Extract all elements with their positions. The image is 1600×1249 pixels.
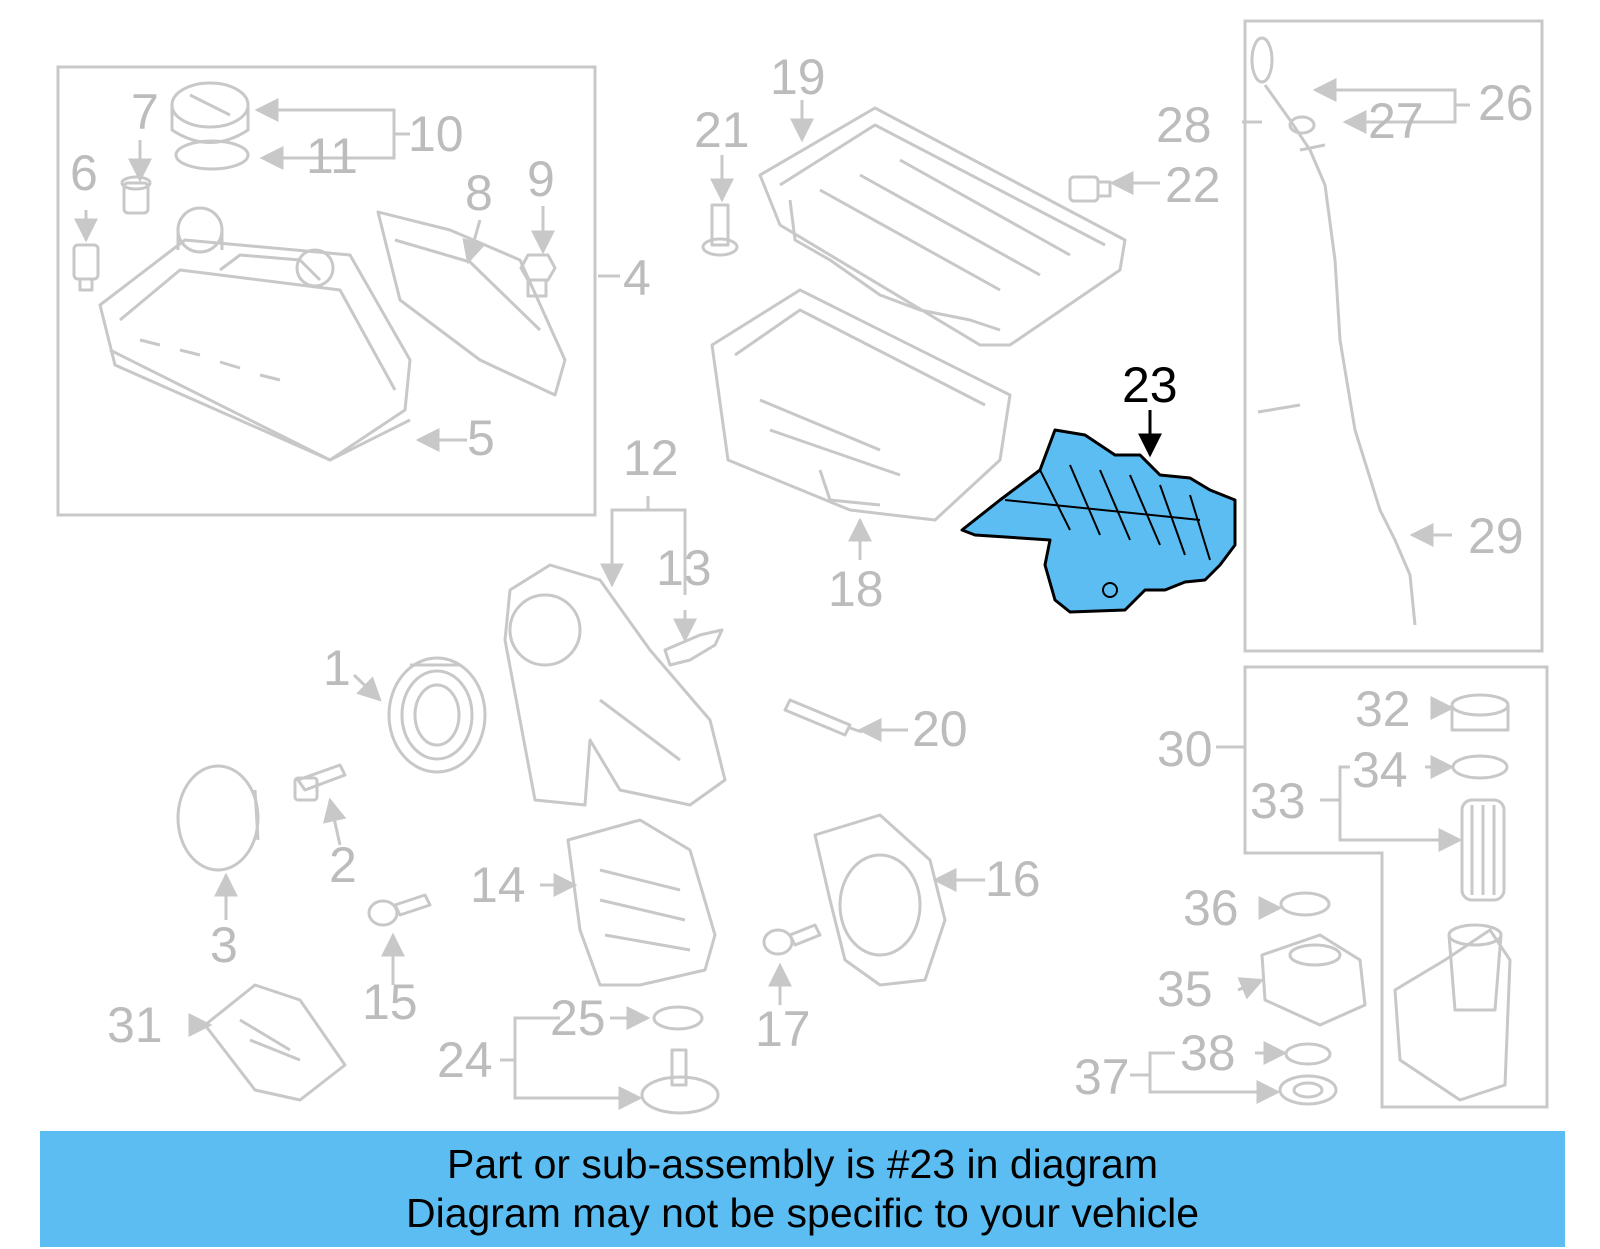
callout-31: 31	[107, 997, 163, 1053]
callout-labels: 7 10 11 6 8 9 4 5 19 21 22 23 18 12 13 1…	[70, 49, 1534, 1105]
part-bolt-2	[293, 763, 347, 802]
callout-5: 5	[467, 410, 495, 466]
part-oring-25	[652, 1005, 704, 1031]
part-upper-oil-pan	[758, 106, 1127, 347]
part-cooler-oring	[1279, 891, 1331, 917]
part-sensor	[72, 243, 100, 292]
part-oil-level-sensor	[640, 1048, 720, 1115]
part-lower-oil-pan	[710, 288, 1012, 522]
callout-9: 9	[527, 151, 555, 207]
group-box-oil-filter	[1243, 665, 1549, 1109]
callout-15: 15	[362, 974, 418, 1030]
callout-16: 16	[985, 851, 1041, 907]
part-cap-seal	[174, 139, 250, 171]
part-sealant-tube	[783, 698, 863, 737]
callout-28: 28	[1156, 97, 1212, 153]
part-pan-bolt	[701, 203, 739, 257]
part-valve-cover	[98, 206, 412, 462]
callout-26: 26	[1478, 75, 1534, 131]
callout-30: 30	[1157, 721, 1213, 777]
callout-20: 20	[912, 701, 968, 757]
part-drain-plug	[1068, 175, 1112, 203]
callout-36: 36	[1183, 880, 1239, 936]
part-rear-cover	[813, 813, 947, 987]
callout-3: 3	[210, 917, 238, 973]
callout-18: 18	[828, 561, 884, 617]
callout-27: 27	[1368, 93, 1424, 149]
callout-32: 32	[1355, 681, 1411, 737]
callout-38: 38	[1180, 1025, 1236, 1081]
part-timing-cover-upper	[503, 563, 727, 807]
part-seal-cap	[176, 764, 260, 872]
callout-21: 21	[694, 102, 750, 158]
group-box-valve-cover	[56, 65, 597, 517]
part-seal-37	[1278, 1074, 1338, 1106]
part-filter-cap	[1450, 693, 1510, 732]
callout-13: 13	[656, 540, 712, 596]
callout-35: 35	[1157, 961, 1213, 1017]
callout-29: 29	[1468, 508, 1524, 564]
part-bolt-15	[367, 893, 432, 927]
callout-25: 25	[550, 990, 606, 1046]
callout-24: 24	[437, 1032, 493, 1088]
part-baffle-plate	[376, 210, 567, 397]
part-timing-cover-lower	[566, 818, 717, 987]
part-23-oil-baffle[interactable]	[960, 428, 1237, 614]
group-box-dipstick	[1243, 19, 1544, 653]
part-breather-fitting	[519, 253, 557, 298]
callout-10: 10	[408, 106, 464, 162]
callout-1: 1	[323, 640, 351, 696]
callout-6: 6	[70, 145, 98, 201]
part-pulley	[387, 656, 487, 774]
info-banner: Part or sub-assembly is #23 in diagram D…	[40, 1131, 1565, 1247]
callout-2: 2	[329, 837, 357, 893]
part-dipstick	[1250, 36, 1417, 626]
callout-14: 14	[470, 857, 526, 913]
callout-34: 34	[1352, 742, 1408, 798]
part-bolt-17	[762, 923, 822, 956]
part-oil-cooler	[1260, 933, 1367, 1027]
part-filter-housing	[1393, 923, 1512, 1102]
callout-37: 37	[1074, 1049, 1130, 1105]
callout-12: 12	[623, 430, 679, 486]
part-oil-cap	[170, 81, 250, 144]
part-filter-oring	[1451, 754, 1509, 780]
callout-7: 7	[131, 84, 159, 140]
callout-22: 22	[1165, 157, 1221, 213]
part-cover-plate	[203, 983, 347, 1102]
part-filter-element	[1460, 798, 1506, 902]
part-clip	[663, 628, 724, 667]
part-oring-38	[1284, 1042, 1332, 1066]
banner-line-1: Part or sub-assembly is #23 in diagram	[447, 1141, 1158, 1187]
callout-33: 33	[1250, 773, 1306, 829]
part-plug	[120, 175, 152, 215]
callout-19: 19	[770, 49, 826, 105]
callout-8: 8	[465, 165, 493, 221]
callout-17: 17	[755, 1001, 811, 1057]
callout-4: 4	[623, 250, 651, 306]
banner-line-2: Diagram may not be specific to your vehi…	[405, 1190, 1199, 1236]
callout-11: 11	[306, 128, 358, 184]
callout-23[interactable]: 23	[1122, 357, 1178, 413]
